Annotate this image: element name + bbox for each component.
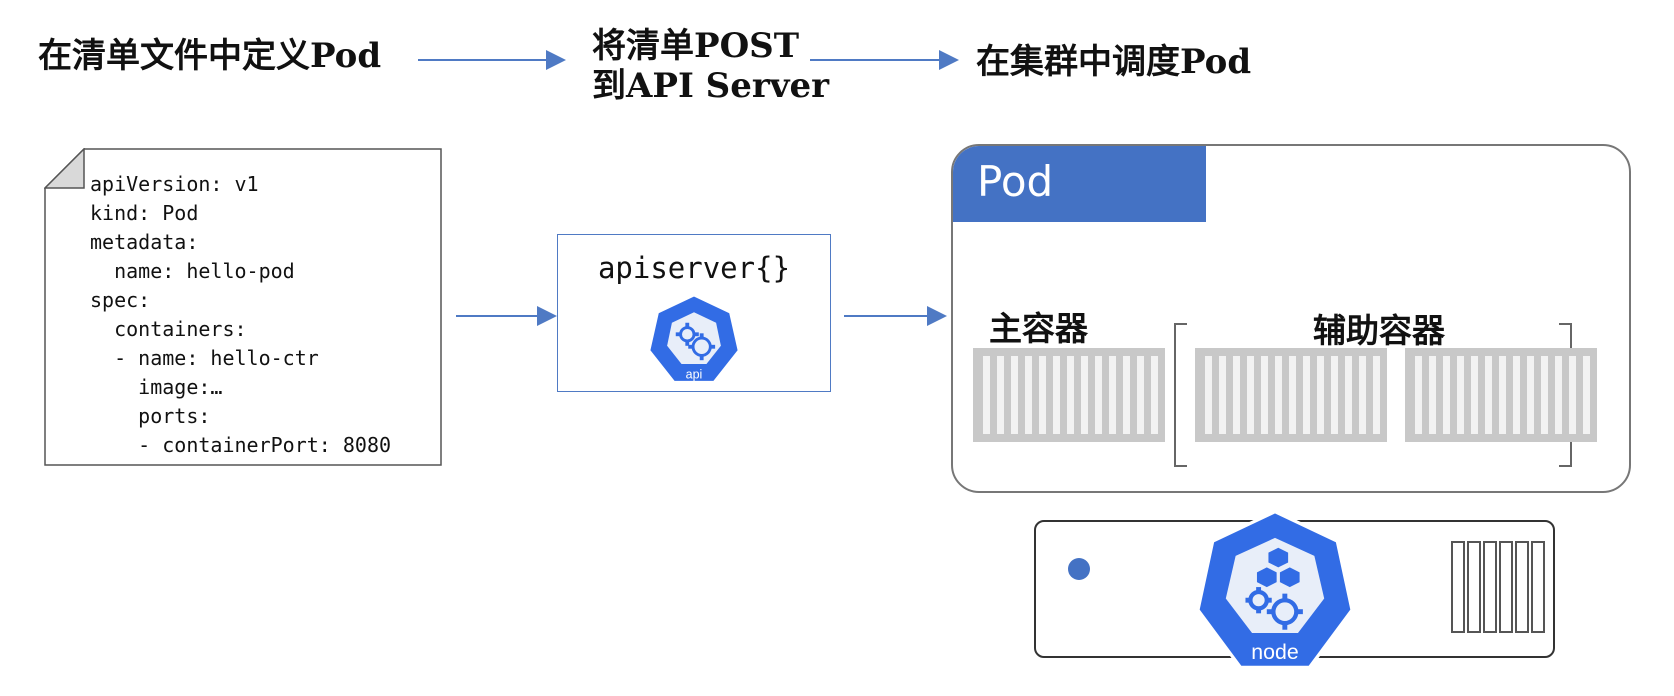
step-schedule-pod: 在集群中调度Pod: [976, 42, 1252, 82]
pod-box: Pod 主容器 辅助容器: [951, 144, 1631, 493]
manifest-line: containers:: [90, 317, 247, 341]
manifest-line: metadata:: [90, 230, 199, 254]
sidecar-container-icon: [1405, 348, 1597, 442]
kubernetes-node-icon: node: [1196, 509, 1354, 670]
main-container-icon: [973, 348, 1165, 442]
step-post-to-apiserver-line2: 到API Server: [592, 66, 830, 106]
manifest-line: - containerPort: 8080: [90, 433, 392, 457]
sidecar-containers-label: 辅助容器: [1313, 311, 1445, 350]
step-define-pod: 在清单文件中定义Pod: [38, 36, 382, 76]
manifest-text: apiVersion: v1 kind: Pod metadata: name:…: [90, 170, 391, 460]
main-container-label: 主容器: [989, 309, 1088, 348]
pod-header-tab: Pod: [953, 146, 1206, 222]
power-led-icon: [1068, 558, 1090, 580]
manifest-document: apiVersion: v1 kind: Pod metadata: name:…: [44, 148, 442, 466]
manifest-line: - name: hello-ctr: [90, 346, 319, 370]
manifest-line: kind: Pod: [90, 201, 199, 225]
api-badge-label: api: [686, 367, 703, 381]
manifest-line: spec:: [90, 288, 151, 312]
apiserver-box: apiserver{} api: [557, 234, 831, 392]
step-post-to-apiserver-line1: 将清单POST: [592, 26, 800, 66]
api-server-icon: api: [647, 293, 741, 384]
node-badge-label: node: [1251, 640, 1298, 664]
manifest-line: name: hello-pod: [90, 259, 295, 283]
pod-label: Pod: [977, 157, 1054, 206]
drive-bays-icon: [1451, 541, 1545, 633]
apiserver-title: apiserver{}: [597, 251, 791, 285]
manifest-line: image:…: [90, 375, 223, 399]
manifest-line: ports:: [90, 404, 211, 428]
sidecar-container-icon: [1195, 348, 1387, 442]
document-outline: [44, 148, 442, 466]
manifest-line: apiVersion: v1: [90, 172, 259, 196]
